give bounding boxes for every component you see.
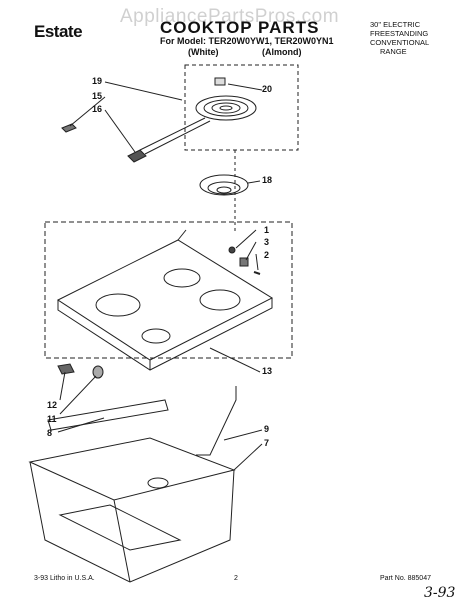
surface-element xyxy=(139,95,257,155)
callout-3: 3 xyxy=(264,237,270,247)
callout-9: 9 xyxy=(264,424,270,434)
description-line-3: CONVENTIONAL xyxy=(370,38,430,47)
burner-box xyxy=(28,437,236,583)
callout-19: 19 xyxy=(92,76,103,86)
clip xyxy=(61,123,77,133)
callout-8: 8 xyxy=(47,428,53,438)
page-title: COOKTOP PARTS xyxy=(160,18,320,37)
rod xyxy=(196,386,237,456)
callout-7: 7 xyxy=(264,438,270,448)
callout-12: 12 xyxy=(47,400,58,410)
variant-white: (White) xyxy=(188,47,219,57)
part-number: Part No. 885047 xyxy=(380,575,431,582)
cooktop-box xyxy=(44,221,293,359)
callout-11: 11 xyxy=(47,414,57,424)
model-line: For Model: TER20W0YW1, TER20W0YN1 xyxy=(160,36,334,46)
cooktop xyxy=(56,229,274,371)
hinge-clip xyxy=(92,365,104,379)
callout-20: 20 xyxy=(262,84,273,94)
element-receptacle xyxy=(214,77,226,86)
description-line-4: RANGE xyxy=(380,47,407,56)
callout-13: 13 xyxy=(262,366,273,376)
trim-strip xyxy=(47,399,169,431)
callout-15: 15 xyxy=(92,91,103,101)
watermark: AppliancePartsPros.com xyxy=(120,6,340,27)
callout-16: 16 xyxy=(92,104,103,114)
handwritten-date: 3-93 xyxy=(424,585,456,601)
drip-bowl xyxy=(199,174,249,196)
hinge xyxy=(57,363,75,375)
element-box xyxy=(184,64,299,151)
brand-logo: Estate xyxy=(34,22,83,41)
variant-almond: (Almond) xyxy=(262,47,302,57)
callout-1: 1 xyxy=(264,225,270,235)
terminal-block xyxy=(127,149,147,163)
litho-note: 3-93 Litho in U.S.A. xyxy=(34,575,95,582)
description-line-1: 30" ELECTRIC xyxy=(370,20,421,29)
callout-2: 2 xyxy=(264,250,270,260)
description-line-2: FREESTANDING xyxy=(370,29,429,38)
callout-18: 18 xyxy=(262,175,273,185)
page-number: 2 xyxy=(234,575,238,582)
